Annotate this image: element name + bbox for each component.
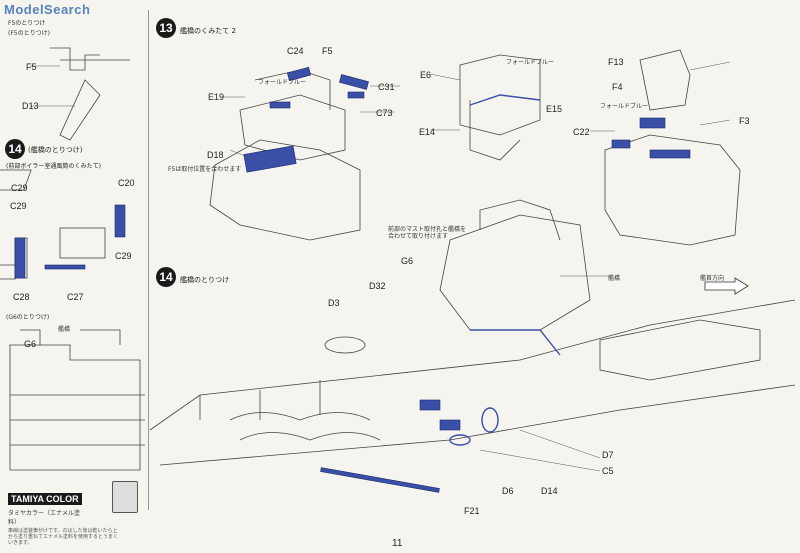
header-left-title: F5のとりつけ	[8, 20, 46, 27]
label-e14: E14	[419, 127, 436, 137]
step-14-badge: 14	[156, 267, 176, 287]
label-f3: F3	[739, 116, 750, 126]
label-f13: F13	[608, 57, 624, 67]
page-number: 11	[392, 538, 403, 549]
label-e19: E19	[208, 92, 225, 102]
blue-paint-note-3: フォールドブルー	[600, 103, 649, 110]
tamiya-instructions: 車線は塗装筆がけです。のばした後は乾いたら上から塗り重ねてエナメル塗料を使用する…	[8, 528, 119, 546]
label-d6: D6	[502, 486, 514, 496]
step-14-title: 艦橋のとりつけ	[180, 276, 230, 284]
label-g6-left: G6	[24, 339, 37, 349]
label-f5-left: F5	[26, 62, 37, 72]
label-d32: D32	[369, 281, 386, 291]
side-step-14-badge: 14	[5, 139, 25, 159]
label-c5: C5	[602, 466, 614, 476]
g6-ship-note: 艦橋	[58, 326, 71, 333]
tamiya-line: タミヤカラー（エナメル塗料）	[8, 511, 81, 526]
label-c28: C28	[13, 292, 30, 302]
label-c73: C73	[376, 108, 393, 118]
label-d18: D18	[207, 150, 224, 160]
label-c22: C22	[573, 127, 590, 137]
side-step-14-title: (艦橋のとりつけ)	[28, 146, 83, 154]
blue-paint-note-2: フォールドブルー	[506, 59, 555, 66]
label-d7: D7	[602, 450, 614, 460]
bridge-label: 艦橋	[608, 275, 621, 282]
label-d3: D3	[328, 298, 340, 308]
column-divider	[148, 10, 149, 510]
label-e6: E6	[420, 70, 432, 80]
step-13-badge: 13	[156, 18, 176, 38]
bridge-mount-note: 前部のマスト取付孔と艦橋を合わせて取り付けます	[388, 226, 467, 240]
bow-direction-note: 艦首方向	[700, 275, 725, 282]
label-c29-a: C29	[11, 183, 28, 193]
step-13-title: 艦橋のくみたて 2	[180, 27, 236, 35]
label-d13: D13	[22, 101, 39, 111]
watermark: ModelSearch	[4, 2, 91, 17]
label-c27: C27	[67, 292, 84, 302]
label-f21: F21	[464, 506, 480, 516]
label-g6-main: G6	[401, 256, 414, 266]
label-c24: C24	[287, 46, 304, 56]
g6-section-title: (G6のとりつけ)	[6, 314, 50, 321]
label-c20: C20	[118, 178, 135, 188]
tamiya-color-note: TAMIYA COLOR タミヤカラー（エナメル塗料） 車線は塗装筆がけです。の…	[8, 489, 118, 546]
label-c31: C31	[378, 82, 395, 92]
label-f4: F4	[612, 82, 623, 92]
blue-paint-note-1: フォールドブルー	[258, 79, 307, 86]
d18-note: F5は取付位置を合わせます	[168, 166, 242, 173]
label-c29-c: C29	[115, 251, 132, 261]
tamiya-brand: TAMIYA COLOR	[8, 493, 82, 505]
label-d14: D14	[541, 486, 558, 496]
label-e15: E15	[546, 104, 563, 114]
paint-can-icon	[112, 481, 138, 513]
label-c29-b: C29	[10, 201, 27, 211]
header-left-subtitle: (F5のとりつけ)	[8, 30, 51, 37]
side-step-14-subtitle: (前部ボイラー室通風筒のくみたて)	[6, 163, 101, 170]
label-f5-mid: F5	[322, 46, 333, 56]
